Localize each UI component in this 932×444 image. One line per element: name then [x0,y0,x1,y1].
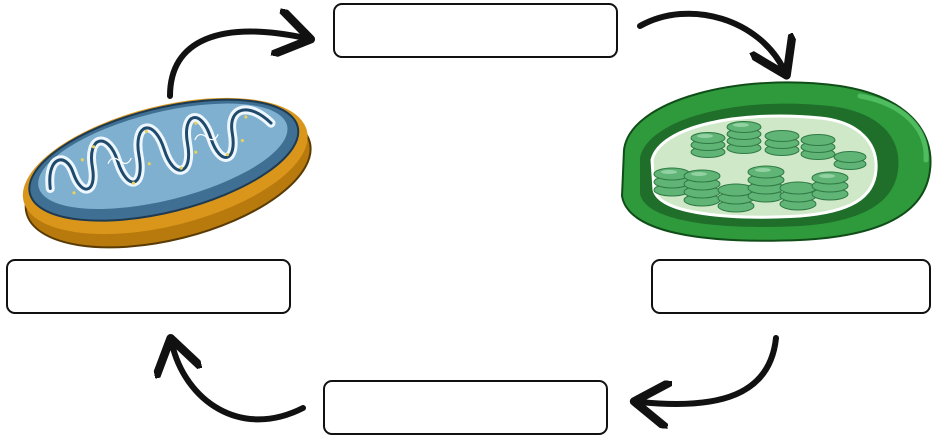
arrow-bottom-to-left [172,344,306,423]
arrow-right-to-bottom [640,335,779,404]
label-box-right[interactable] [651,259,931,314]
label-box-left[interactable] [6,259,291,314]
arrow-top-to-right [637,10,784,70]
arrow-left-to-top [167,32,305,99]
label-box-top[interactable] [333,3,618,58]
grana [653,121,867,213]
label-box-bottom[interactable] [323,380,608,435]
